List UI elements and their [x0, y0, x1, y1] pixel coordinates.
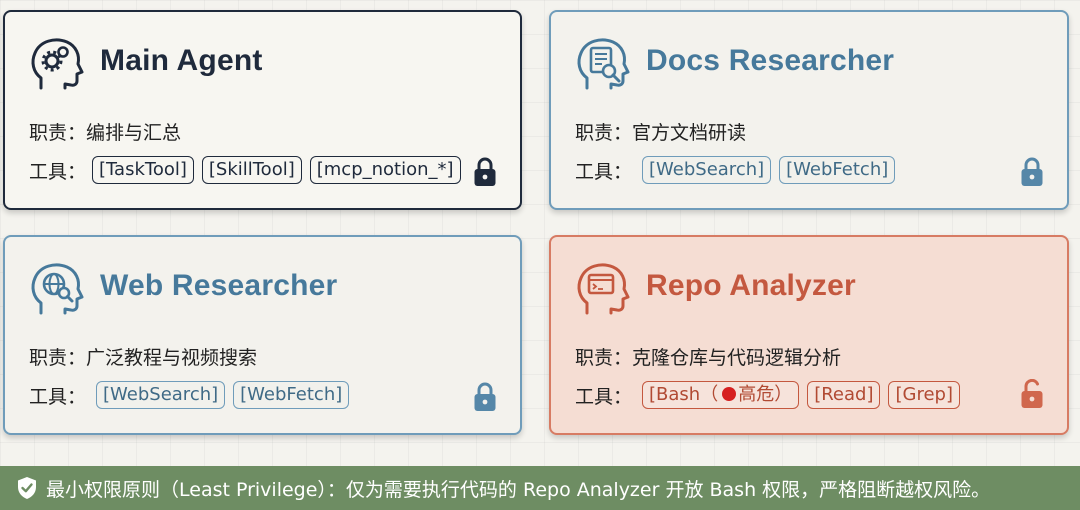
tool-tag: [TaskTool]	[92, 156, 194, 184]
tool-tag-text: [Bash（	[649, 384, 719, 405]
tools-row: 工具： [WebSearch] [WebFetch]	[575, 156, 903, 184]
duty-row: 职责： 编排与汇总	[29, 118, 181, 145]
duty-label: 职责：	[29, 122, 87, 144]
lock-icon	[1021, 157, 1043, 186]
least-privilege-banner: 最小权限原则（Least Privilege）：仅为需要执行代码的 Repo A…	[0, 466, 1080, 510]
head-terminal-icon	[577, 263, 630, 315]
card-title: Repo Analyzer	[646, 269, 856, 302]
main-agent-card: Main Agent 职责： 编排与汇总 工具： [TaskTool] [Ski…	[3, 10, 522, 210]
card-title: Web Researcher	[100, 269, 338, 302]
shield-check-icon	[18, 477, 36, 499]
lock-icon	[474, 157, 496, 186]
tool-tag: [Read]	[807, 381, 881, 409]
duty-text: 广泛教程与视频搜索	[86, 347, 258, 369]
duty-row: 职责： 官方文档研读	[575, 118, 746, 145]
duty-label: 职责：	[29, 347, 87, 369]
tool-tag: [WebSearch]	[96, 381, 226, 409]
unlocked-lock-icon	[1021, 379, 1043, 408]
card-title: Docs Researcher	[646, 44, 895, 77]
tools-row: 工具： [Bash（ 高危） [Read] [Grep]	[575, 381, 968, 409]
head-globe-search-icon	[31, 263, 84, 315]
duty-row: 职责： 克隆仓库与代码逻辑分析	[575, 343, 841, 370]
tool-tag: [WebSearch]	[642, 156, 772, 184]
tool-tag: [SkillTool]	[201, 156, 302, 184]
duty-text: 官方文档研读	[632, 122, 747, 144]
tool-tag-bash-high-risk: [Bash（ 高危）	[642, 381, 800, 409]
tool-tag: [WebFetch]	[233, 381, 350, 409]
tool-tag: [mcp_notion_*]	[309, 156, 461, 184]
web-researcher-card: Web Researcher 职责： 广泛教程与视频搜索 工具： [WebSea…	[3, 235, 522, 435]
head-gears-icon	[31, 38, 84, 90]
card-title: Main Agent	[100, 44, 263, 77]
tools-row: 工具： [WebSearch] [WebFetch]	[29, 381, 357, 409]
duty-text: 克隆仓库与代码逻辑分析	[632, 347, 842, 369]
danger-dot-icon	[722, 387, 737, 401]
tools-row: 工具： [TaskTool] [SkillTool] [mcp_notion_*…	[29, 156, 469, 184]
lock-icon	[474, 382, 496, 411]
tool-tag: [Grep]	[888, 381, 960, 409]
tool-tag: [WebFetch]	[779, 156, 896, 184]
banner-text: 最小权限原则（Least Privilege）：仅为需要执行代码的 Repo A…	[46, 478, 991, 501]
duty-row: 职责： 广泛教程与视频搜索	[29, 343, 257, 370]
duty-text: 编排与汇总	[86, 122, 182, 144]
duty-label: 职责：	[575, 347, 633, 369]
tools-label: 工具：	[29, 160, 87, 183]
tool-tag-text: 高危）	[738, 384, 793, 405]
tools-label: 工具：	[575, 385, 633, 408]
head-document-search-icon	[577, 38, 630, 90]
docs-researcher-card: Docs Researcher 职责： 官方文档研读 工具： [WebSearc…	[549, 10, 1069, 210]
duty-label: 职责：	[575, 122, 633, 144]
repo-analyzer-card: Repo Analyzer 职责： 克隆仓库与代码逻辑分析 工具： [Bash（…	[549, 235, 1069, 435]
tools-label: 工具：	[575, 160, 633, 183]
tools-label: 工具：	[29, 385, 87, 408]
